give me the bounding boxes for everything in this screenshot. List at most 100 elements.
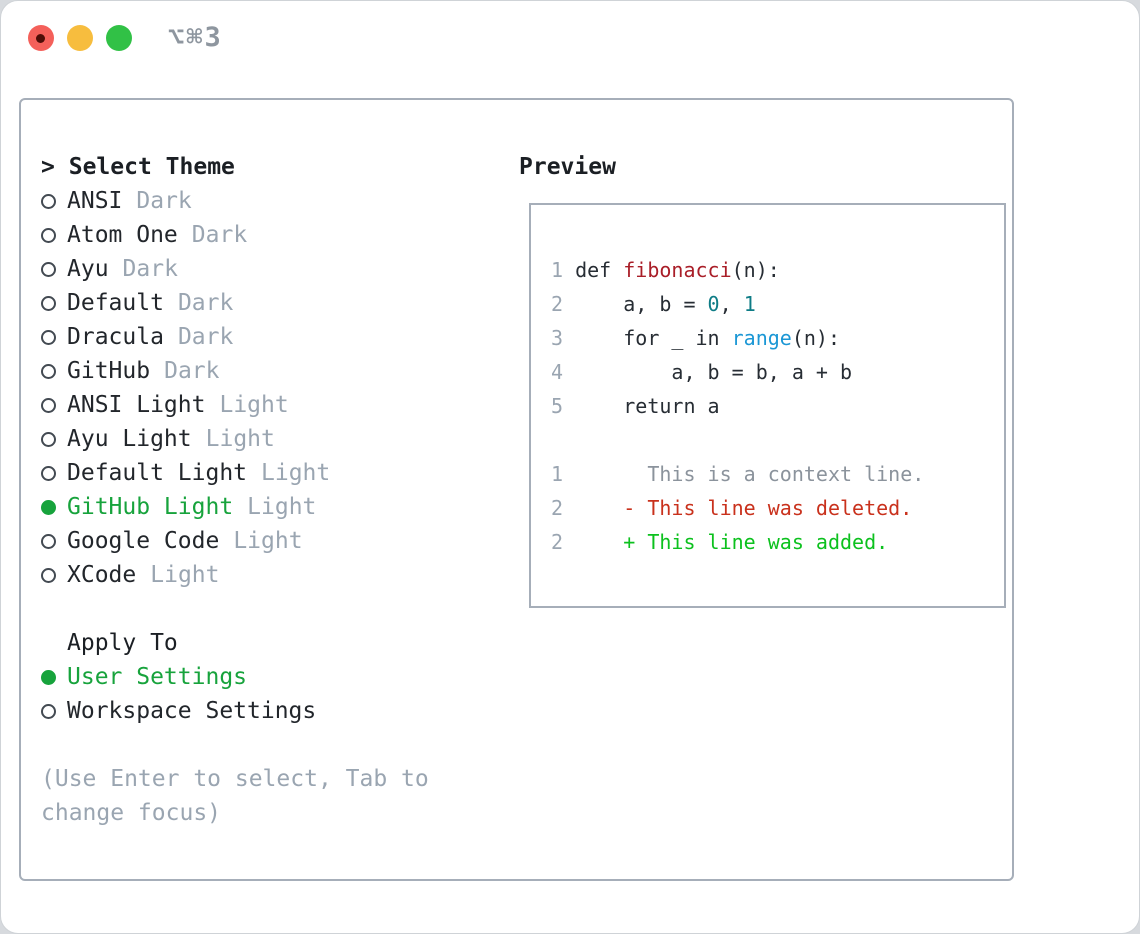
radio-icon <box>41 567 56 583</box>
radio-icon <box>41 193 56 209</box>
apply-option-label: Workspace Settings <box>67 698 317 724</box>
theme-option-variant: Dark <box>164 358 220 384</box>
code-segment-numlit: 1 <box>743 292 756 316</box>
titlebar: ⌥⌘3 <box>1 1 1139 97</box>
theme-option-variant: Dark <box>122 256 178 282</box>
zoom-button[interactable] <box>106 25 132 51</box>
radio-icon <box>41 363 56 379</box>
theme-option-label: Google Code <box>67 528 220 554</box>
theme-option-label: Atom One <box>67 222 178 248</box>
theme-option-variant: Light <box>219 392 289 418</box>
code-line: 5 return a <box>551 389 1004 423</box>
radio-icon <box>41 703 56 719</box>
theme-option-label: Ayu <box>67 256 109 282</box>
theme-option-label: Default <box>67 290 164 316</box>
apply-option[interactable]: Workspace Settings <box>41 694 503 728</box>
code-line: 2 + This line was added. <box>551 525 1004 559</box>
code-line: 1 def fibonacci(n): <box>551 253 1004 287</box>
code-segment-builtin: range <box>731 326 792 350</box>
radio-icon <box>41 397 56 413</box>
theme-option[interactable]: XCode Light <box>41 558 503 592</box>
apply-to-title: Apply To <box>67 630 178 656</box>
theme-option[interactable]: ANSI Dark <box>41 184 503 218</box>
window-title: ⌥⌘3 <box>168 22 223 53</box>
theme-option[interactable]: Atom One Dark <box>41 218 503 252</box>
theme-option-label: ANSI <box>67 188 123 214</box>
theme-option[interactable]: GitHub Dark <box>41 354 503 388</box>
radio-icon <box>41 295 56 311</box>
code-line: 3 for _ in range(n): <box>551 321 1004 355</box>
code-segment-lineno: 2 <box>551 292 564 316</box>
prompt-caret: > <box>41 154 55 180</box>
code-segment-lineno: 2 <box>551 496 564 520</box>
code-segment-numlit: 0 <box>707 292 720 316</box>
theme-option-label: XCode <box>67 562 137 588</box>
code-segment-lineno: 3 <box>551 326 564 350</box>
theme-option-variant: Dark <box>177 324 234 350</box>
theme-option-variant: Light <box>247 494 317 520</box>
theme-option-label: ANSI Light <box>67 392 206 418</box>
minimize-button[interactable] <box>67 25 93 51</box>
theme-option[interactable]: Dracula Dark <box>41 320 503 354</box>
theme-option-variant: Light <box>261 460 331 486</box>
code-segment-plain: (n): <box>791 326 841 350</box>
radio-icon <box>41 465 56 481</box>
theme-option-label: GitHub <box>67 358 151 384</box>
preview-title: Preview <box>519 154 616 180</box>
code-segment-plain: (n): <box>731 258 780 282</box>
code-segment-plain: , <box>719 292 744 316</box>
code-line <box>551 423 1004 457</box>
radio-icon <box>41 261 56 277</box>
theme-option-label: GitHub Light <box>67 494 234 520</box>
code-line: 1 This is a context line. <box>551 457 1004 491</box>
code-segment-plain: def <box>563 258 624 282</box>
traffic-lights <box>28 25 132 51</box>
code-segment-lineno: 1 <box>551 258 564 282</box>
theme-option[interactable]: Default Dark <box>41 286 503 320</box>
spacer <box>41 592 503 626</box>
close-button[interactable] <box>28 25 54 51</box>
radio-icon <box>41 431 56 447</box>
code-segment-plain: a, b = b, a + b <box>563 360 853 384</box>
code-segment-fn: fibonacci <box>623 258 732 282</box>
theme-option-variant: Light <box>150 562 220 588</box>
theme-option-label: Ayu Light <box>67 426 192 452</box>
theme-option[interactable]: ANSI Light Light <box>41 388 503 422</box>
theme-list-title: Select Theme <box>68 154 235 180</box>
radio-icon <box>41 227 56 243</box>
apply-option[interactable]: User Settings <box>41 660 503 694</box>
theme-option-variant: Dark <box>177 290 234 316</box>
theme-option-label: Default Light <box>67 460 248 486</box>
code-line: 2 - This line was deleted. <box>551 491 1004 525</box>
code-segment-del: - This line was deleted. <box>563 496 913 520</box>
radio-selected-icon <box>41 669 56 685</box>
theme-option-variant: Dark <box>191 222 248 248</box>
theme-option[interactable]: Default Light Light <box>41 456 503 490</box>
apply-option-label: User Settings <box>67 664 248 690</box>
theme-option-variant: Light <box>205 426 275 452</box>
theme-option[interactable]: Ayu Light Light <box>41 422 503 456</box>
code-segment-lineno: 2 <box>551 530 564 554</box>
theme-option[interactable]: GitHub Light Light <box>41 490 503 524</box>
code-segment-lineno: 1 <box>551 462 564 486</box>
radio-selected-icon <box>41 499 56 515</box>
code-line: 2 a, b = 0, 1 <box>551 287 1004 321</box>
help-text: (Use Enter to select, Tab to change focu… <box>41 766 429 826</box>
record-dot-icon <box>36 34 45 43</box>
theme-list-header: > Select Theme <box>41 150 503 184</box>
preview-column: Preview 1 def fibonacci(n):2 a, b = 0, 1… <box>519 150 1006 879</box>
theme-option[interactable]: Ayu Dark <box>41 252 503 286</box>
theme-option-label: Dracula <box>67 324 164 350</box>
code-segment-context: This is a context line. <box>563 462 925 486</box>
theme-option-variant: Dark <box>136 188 192 214</box>
code-segment-plain: a, b = <box>563 292 708 316</box>
code-segment-plain: return a <box>563 394 720 418</box>
